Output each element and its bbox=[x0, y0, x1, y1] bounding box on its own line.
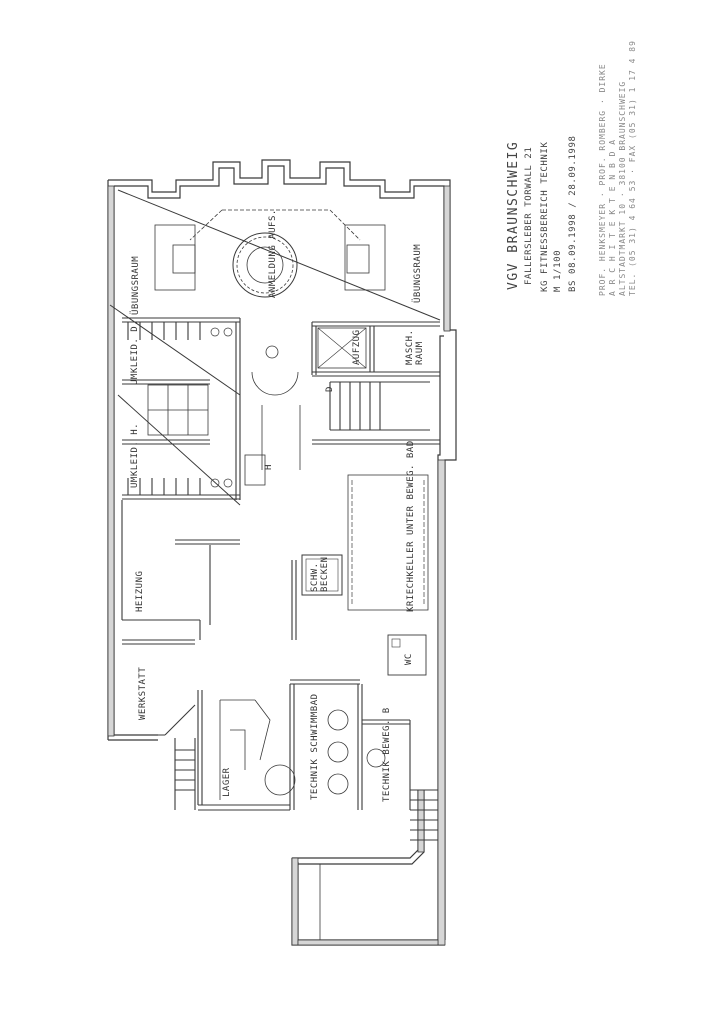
architect-line-3: ALTSTADTMARKT 10 · 38100 BRAUNSCHWEIG bbox=[618, 80, 627, 296]
room-label-technik-schwimmbad: TECHNIK SCHWIMMBAD bbox=[310, 693, 320, 800]
room-label-heizung: HEIZUNG bbox=[135, 570, 145, 612]
room-label-aufzug: AUFZUG bbox=[352, 329, 362, 365]
room-label-wc: WC bbox=[404, 653, 414, 665]
room-label-masch-raum: MASCH. RAUM bbox=[405, 329, 425, 365]
room-label-lager: LAGER bbox=[222, 767, 232, 797]
room-label-umkleid-d: UMKLEID. D. bbox=[130, 319, 140, 385]
title-date: BS 08.09.1998 / 28.09.1998 bbox=[568, 135, 578, 292]
room-label-uebungsraum-left: ÜBUNGSRAUM bbox=[131, 255, 141, 315]
room-label-anmeldung: ANMELDUNG AUFS. bbox=[268, 209, 278, 298]
wall-fills bbox=[107, 185, 451, 946]
room-label-d: D bbox=[325, 386, 335, 392]
room-label-schw-becken: SCHW. BECKEN bbox=[310, 556, 330, 592]
outer-walls bbox=[107, 159, 457, 946]
room-label-werkstatt: WERKSTATT bbox=[138, 666, 148, 720]
room-label-umkleid-h: UMKLEID. H. bbox=[130, 422, 140, 488]
title-drawing: KG FITNESSBEREICH TECHNIK bbox=[540, 141, 550, 292]
architect-line-1: PROF. HENKSMEYER · PROF. ROMBERG · DIRKE bbox=[598, 63, 607, 296]
room-label-kriechkeller: KRIECHKELLER UNTER BEWEG. BAD bbox=[406, 440, 416, 612]
title-scale: M 1/100 bbox=[553, 249, 563, 292]
title-address: FALLERSLEBER TORWALL 21 bbox=[524, 146, 534, 285]
room-label-h: H bbox=[264, 464, 274, 470]
architect-line-2: A R C H I T E K T E N B D A bbox=[608, 138, 617, 296]
room-label-technik-beweg-b: TECHNIK BEWEG. B bbox=[382, 707, 392, 802]
room-label-uebungsraum-right: ÜBUNGSRAUM bbox=[413, 243, 423, 303]
architect-line-4: TEL. (05 31) 4 64 53 · FAX (05 31) 1 17 … bbox=[628, 40, 637, 296]
title-client: VGV BRAUNSCHWEIG bbox=[506, 140, 521, 290]
interior-walls bbox=[121, 317, 440, 841]
